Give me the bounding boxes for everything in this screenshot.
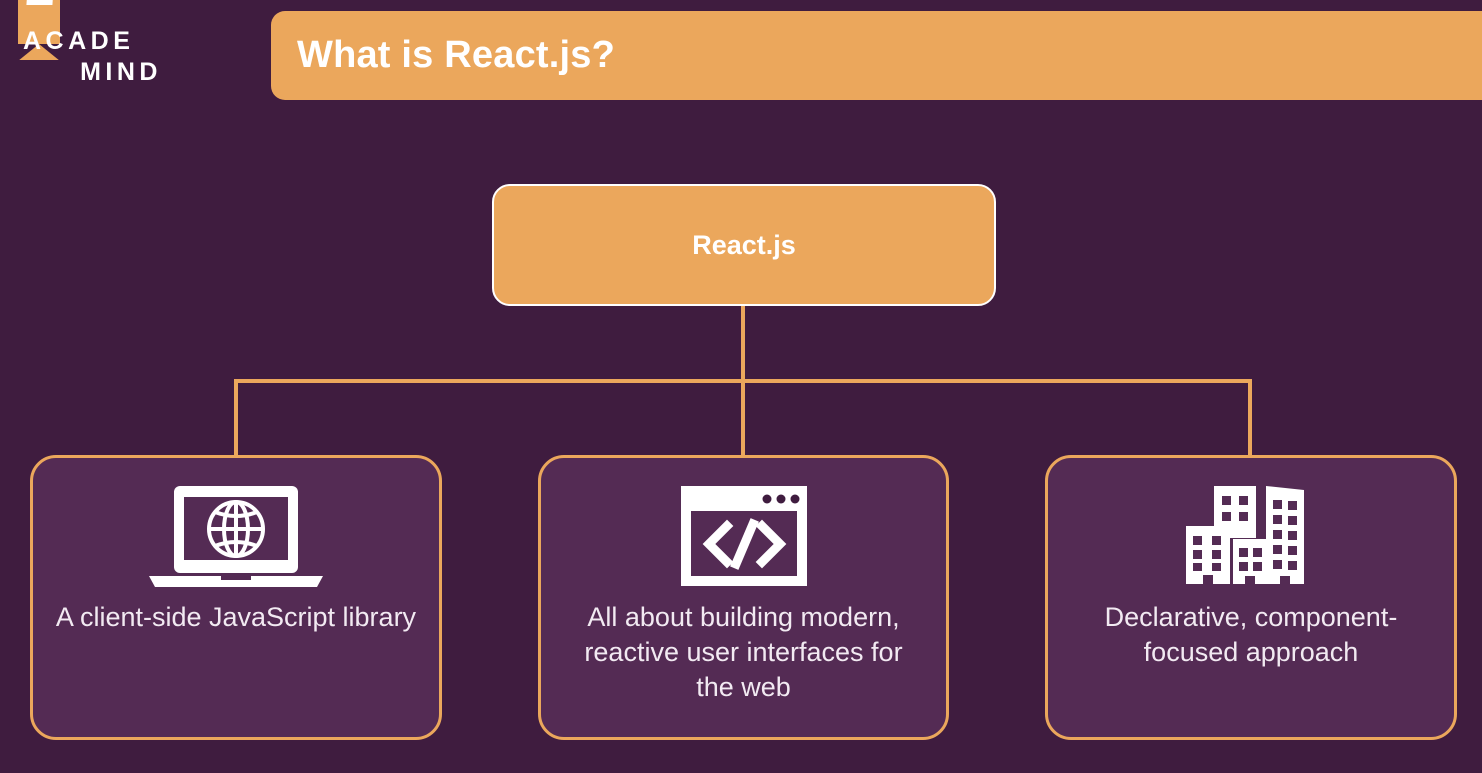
title-bar: What is React.js? xyxy=(271,11,1482,100)
connector-drop-left xyxy=(234,379,238,459)
card-declarative-component: Declarative, component-focused approach xyxy=(1045,455,1457,740)
logo-line-1: ACADE xyxy=(23,27,135,55)
academind-logo: ACADE MIND xyxy=(0,0,180,105)
card-text-2: All about building modern, reactive user… xyxy=(584,602,903,702)
card-client-side-library: A client-side JavaScript library xyxy=(30,455,442,740)
logo-notch-icon xyxy=(26,0,54,5)
node-react-root: React.js xyxy=(492,184,996,306)
page-title: What is React.js? xyxy=(297,34,616,76)
academind-bookmark-icon xyxy=(18,0,60,61)
logo-wordmark: ACADE MIND xyxy=(20,26,170,88)
logo-line-2: MIND xyxy=(80,58,162,86)
connector-drop-right xyxy=(1248,379,1252,459)
connector-root-stem xyxy=(741,303,745,383)
card-text-1: A client-side JavaScript library xyxy=(55,602,417,632)
card-modern-reactive-ui: All about building modern, reactive user… xyxy=(538,455,949,740)
connector-drop-center xyxy=(741,379,745,459)
browser-code-icon xyxy=(679,482,809,590)
buildings-city-icon xyxy=(1184,482,1318,590)
node-react-label: React.js xyxy=(692,229,796,260)
laptop-globe-icon xyxy=(147,482,325,590)
card-text-3: Declarative, component-focused approach xyxy=(1104,602,1398,667)
